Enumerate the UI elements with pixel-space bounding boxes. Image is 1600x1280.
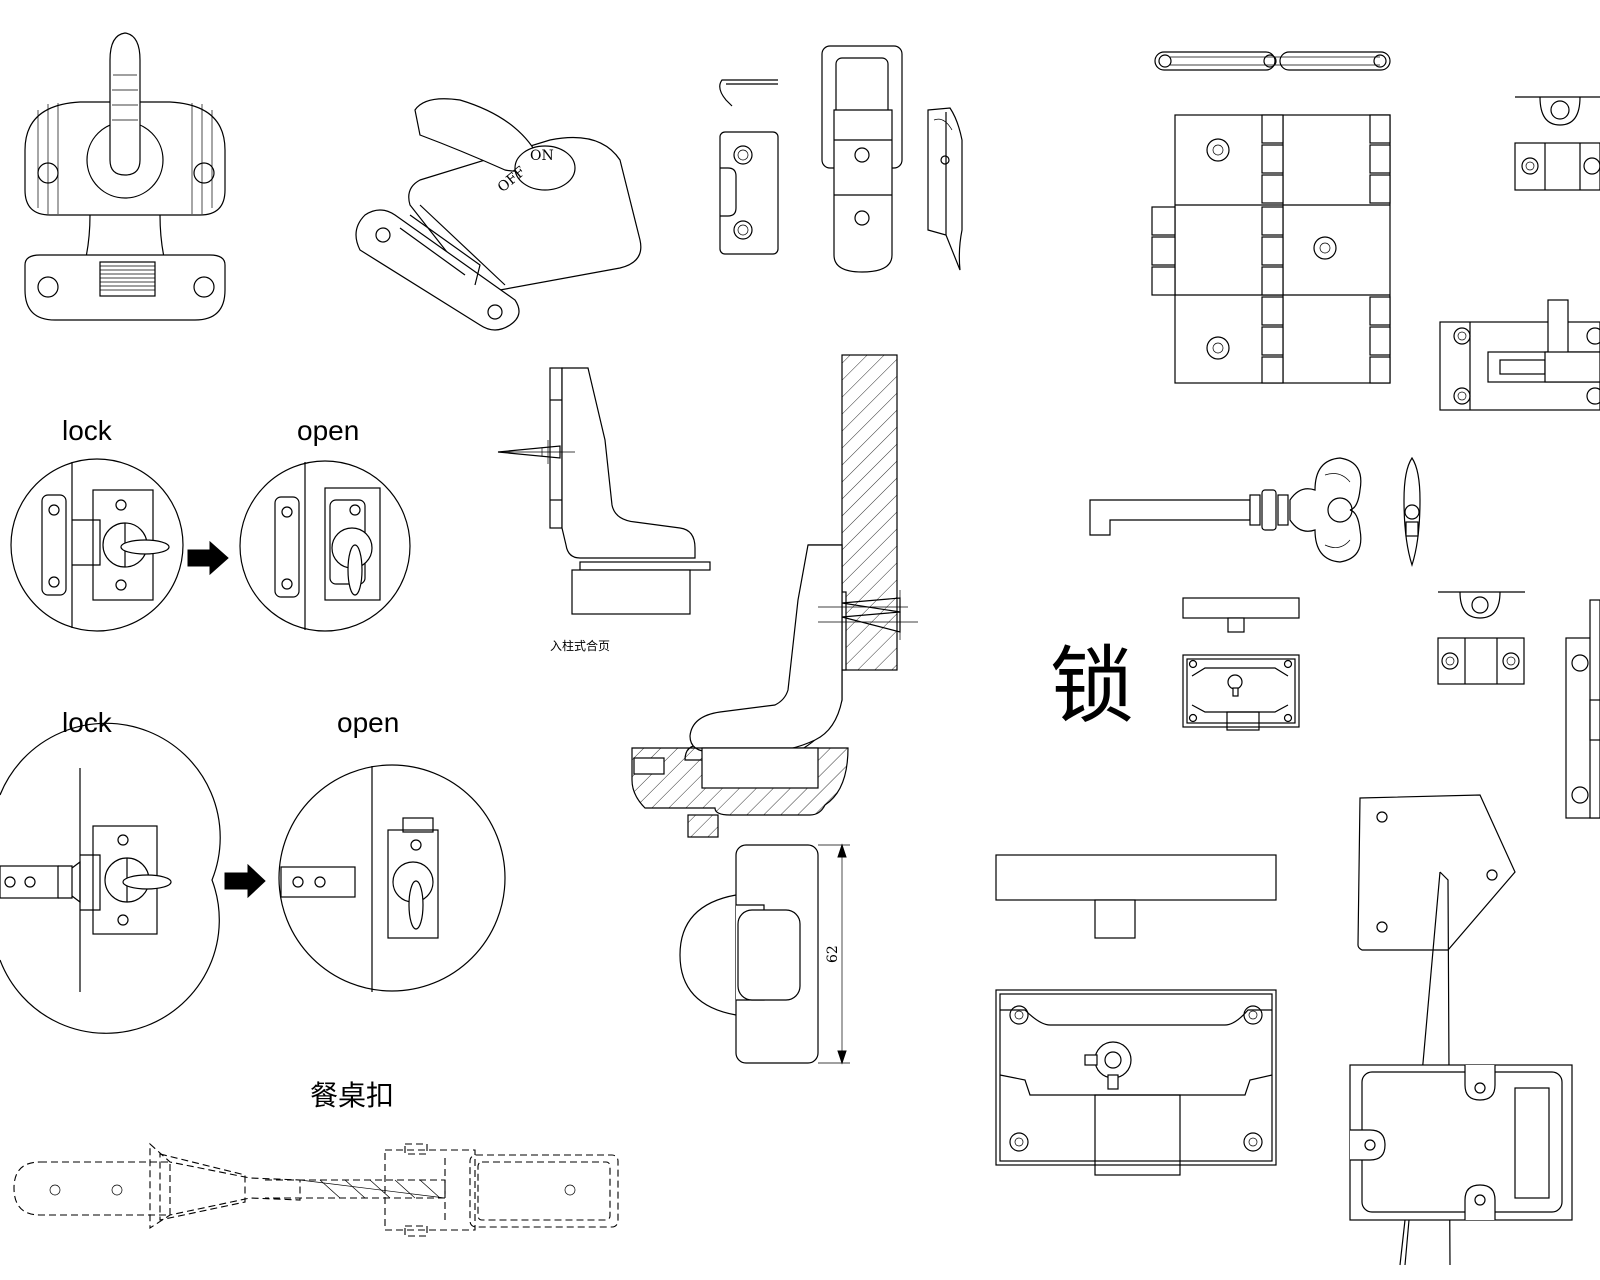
blade-hook bbox=[927, 107, 963, 271]
small-hinge-top-right bbox=[1514, 96, 1600, 191]
skeleton-key bbox=[1089, 457, 1362, 563]
hasp-strap bbox=[821, 45, 903, 273]
table-latch-title: 餐桌扣 bbox=[310, 1079, 394, 1112]
butt-hinge-large bbox=[1151, 114, 1391, 384]
hook-plate bbox=[719, 79, 779, 255]
open-state-circle-2 bbox=[278, 764, 506, 992]
arrow-icon-2 bbox=[224, 863, 266, 899]
dial-on-label: ON bbox=[530, 148, 554, 164]
inset-hinge-small bbox=[497, 367, 711, 615]
lock-character: 锁 bbox=[1050, 637, 1134, 735]
table-latch-dashed bbox=[13, 1142, 619, 1237]
dimension-label: 62 bbox=[825, 945, 841, 963]
barrel-bolt bbox=[1439, 299, 1600, 411]
open-label-1: open bbox=[297, 415, 359, 446]
lock-label-2: lock bbox=[62, 707, 113, 738]
arrow-icon-1 bbox=[187, 540, 229, 576]
open-label-2: open bbox=[337, 707, 399, 738]
concealed-hinge-section bbox=[631, 354, 918, 838]
small-hinge-mid-right bbox=[1437, 591, 1525, 685]
lock-state-circle-2 bbox=[0, 722, 221, 1034]
lock-label-1: lock bbox=[62, 415, 113, 446]
hinge-pin-top bbox=[1154, 51, 1391, 71]
open-state-circle-1 bbox=[239, 460, 411, 632]
lock-body-small bbox=[1182, 597, 1300, 731]
cotter-key bbox=[1403, 456, 1421, 567]
tall-hinge-edge bbox=[1565, 599, 1600, 819]
inset-hinge-caption: 入柱式合页 bbox=[550, 638, 610, 653]
knob-plate-section bbox=[679, 843, 850, 1065]
sash-lock-front-view bbox=[24, 32, 226, 321]
lock-body-large bbox=[995, 854, 1277, 1176]
lock-state-circle-1 bbox=[10, 458, 184, 632]
pull-latch bbox=[1349, 794, 1573, 1266]
sash-lock-isometric: OFF ON bbox=[355, 98, 642, 331]
